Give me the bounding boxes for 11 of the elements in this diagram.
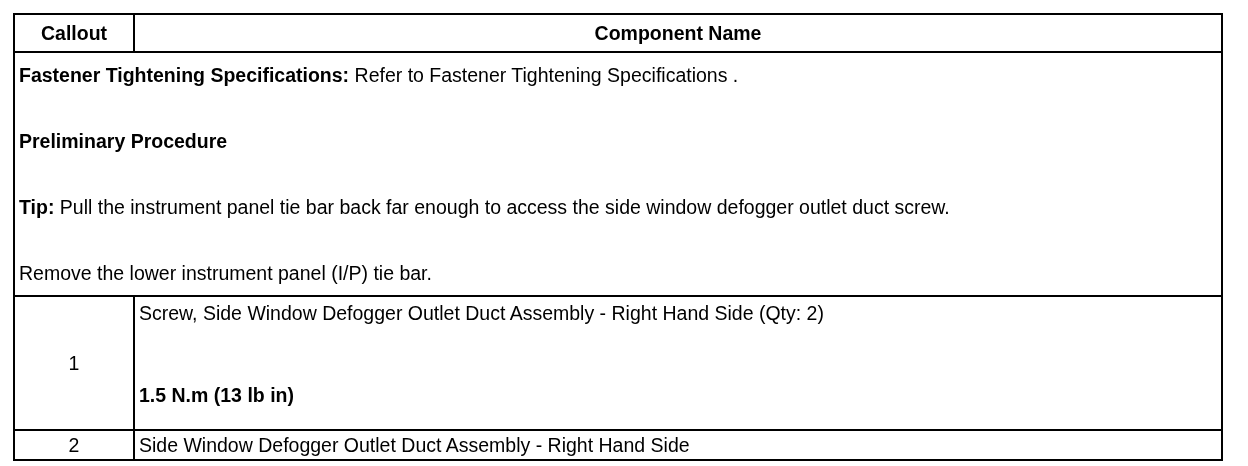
section-heading: Preliminary Procedure (19, 129, 229, 153)
component-name: Screw, Side Window Defogger Outlet Duct Assembly - Right Hand Side (Qty: 2) (139, 301, 825, 325)
procedure-step: Remove the lower instrument panel (I/P) tie bar. (19, 261, 1217, 285)
callout-number: 1 (67, 351, 81, 375)
specification-note: Fastener Tightening Specifications: Refer to Fastener Tightening Specifications . (19, 63, 740, 87)
torque-value: 1.5 N.m (13 lb in) (139, 383, 295, 407)
column-header: Callout (39, 21, 109, 45)
component-name: Side Window Defogger Outlet Duct Assembly - Right Hand Side (139, 433, 691, 457)
column-header: Component Name (593, 21, 763, 45)
tip-note: Tip: Pull the instrument panel tie bar back far enough to access the side window defogger outlet duct screw. (19, 195, 951, 219)
callout-number: 2 (67, 433, 81, 457)
